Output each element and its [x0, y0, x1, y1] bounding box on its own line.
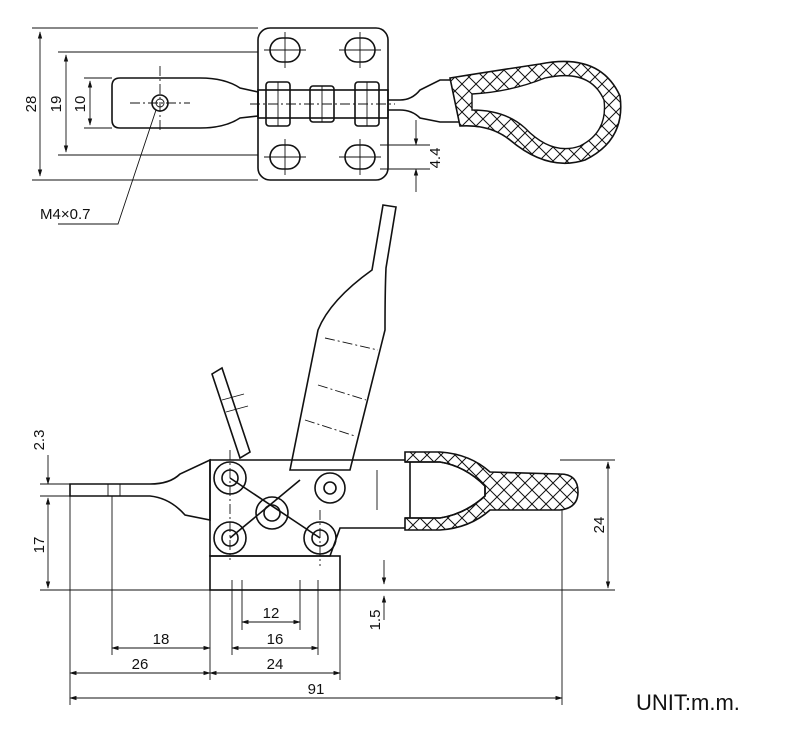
dim-4-4: 4.4 — [427, 148, 444, 169]
dim-26: 26 — [132, 656, 149, 673]
top-dimensions: 28 19 10 4.4 M4×0.7 — [23, 27, 444, 225]
dim-17: 17 — [31, 537, 48, 554]
dim-10: 10 — [72, 96, 89, 113]
side-dimensions: 2.3 17 24 1.5 12 16 — [31, 430, 615, 705]
dim-12: 12 — [263, 605, 280, 622]
spindle-bar-side — [69, 458, 211, 521]
dim-24-height: 24 — [591, 517, 608, 534]
thread-callout: M4×0.7 — [40, 206, 90, 223]
top-view: 28 19 10 4.4 M4×0.7 — [23, 27, 622, 225]
mounting-slots — [264, 32, 381, 175]
dim-2-3: 2.3 — [31, 430, 48, 451]
unit-label: UNIT:m.m. — [636, 690, 740, 715]
dim-91: 91 — [308, 681, 325, 698]
dim-18: 18 — [153, 631, 170, 648]
side-view: 2.3 17 24 1.5 12 16 — [31, 204, 615, 705]
dim-19: 19 — [48, 96, 65, 113]
dim-16: 16 — [267, 631, 284, 648]
dim-28: 28 — [23, 96, 40, 113]
handle-raised — [289, 204, 397, 471]
dim-1-5: 1.5 — [367, 610, 384, 631]
dim-24-base: 24 — [267, 656, 284, 673]
spindle-arm — [111, 77, 259, 129]
